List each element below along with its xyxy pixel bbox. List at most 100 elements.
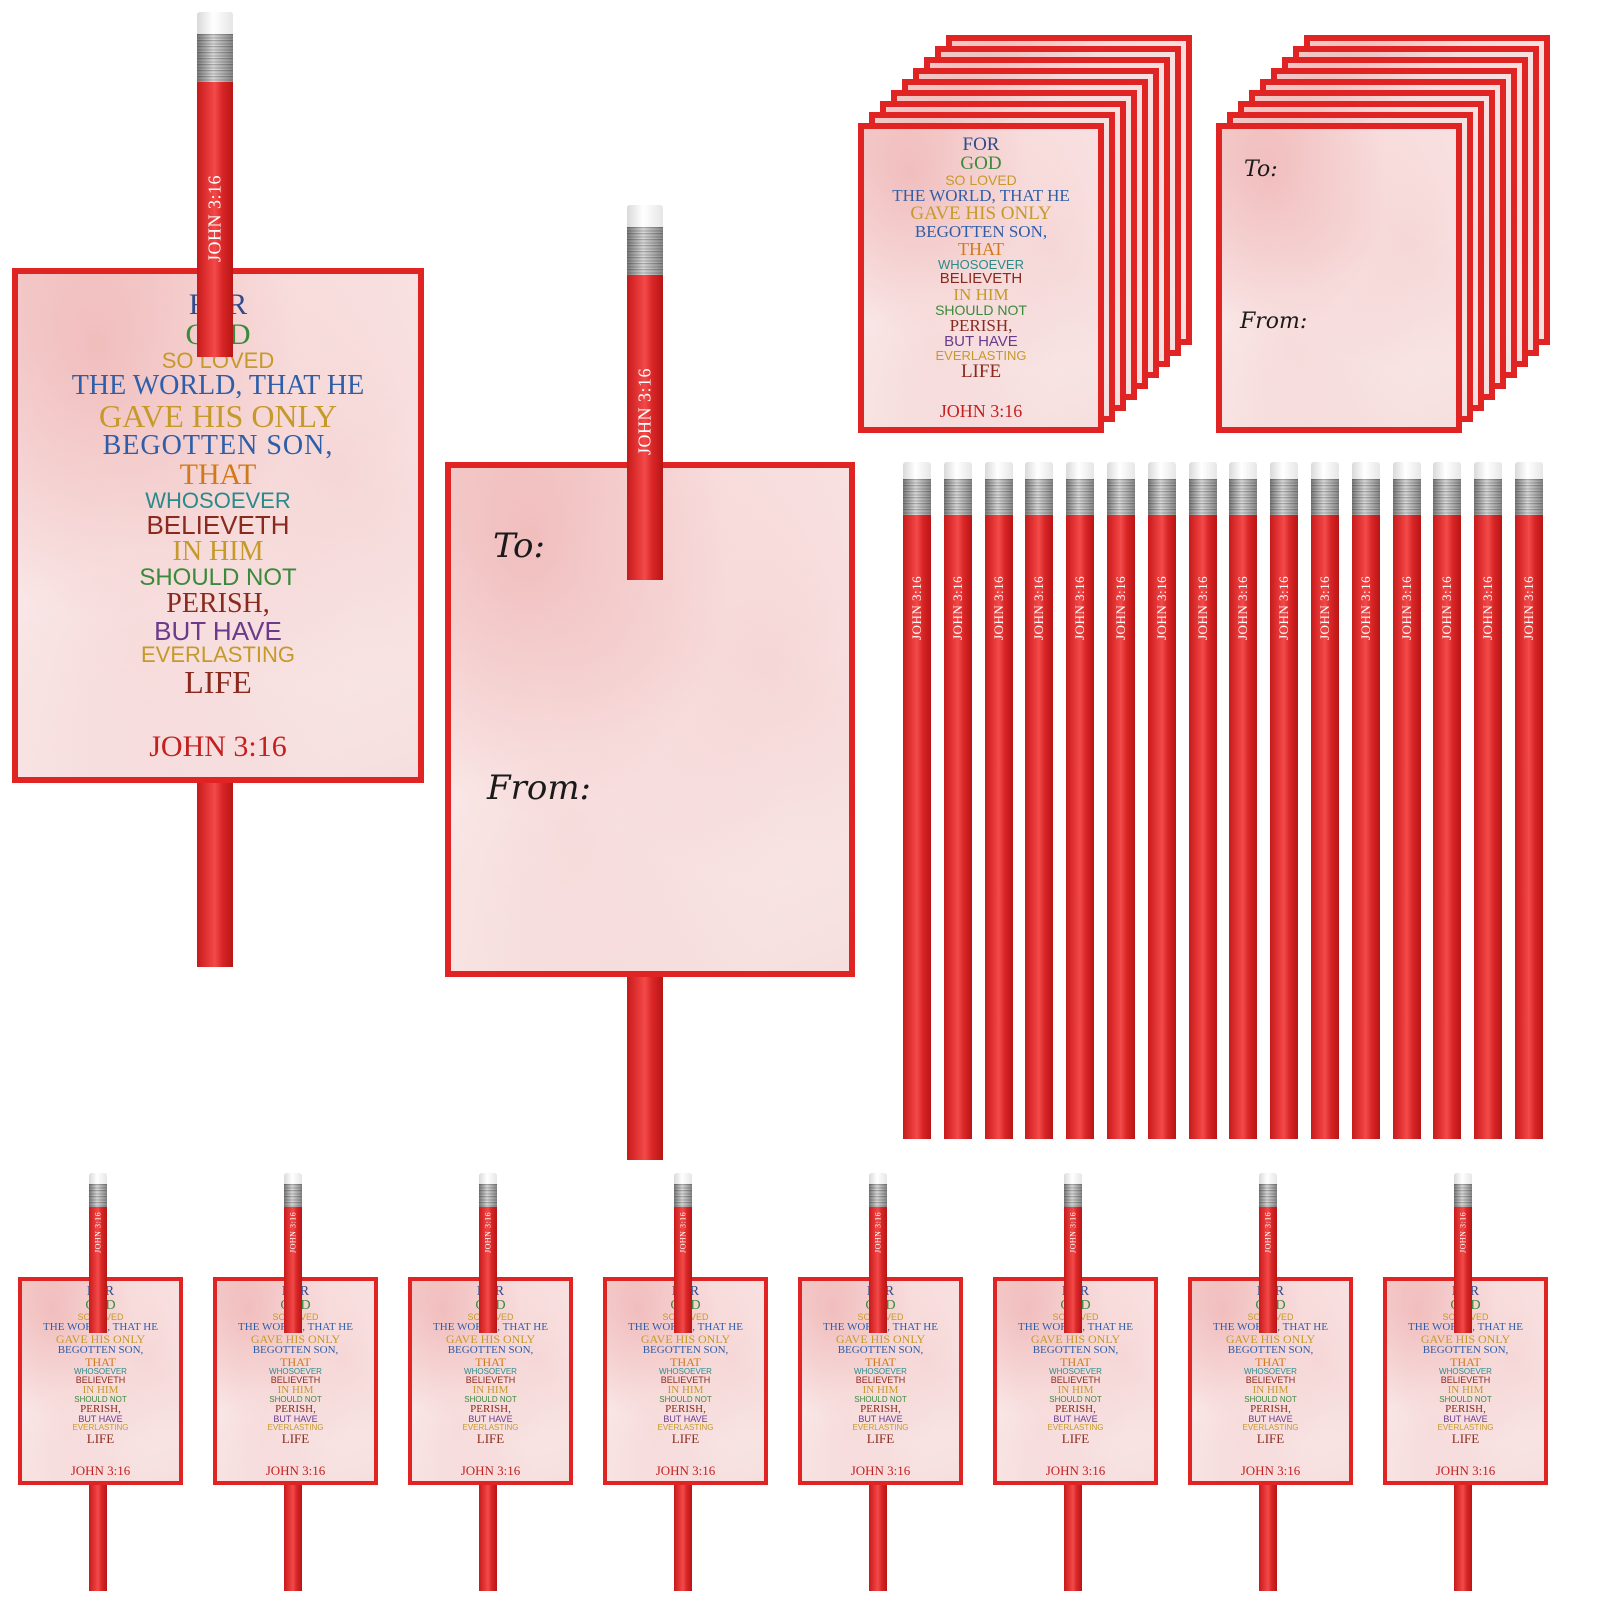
verse-line: BUT HAVE	[944, 333, 1018, 350]
verse-line: LIFE	[960, 361, 1002, 382]
card-reference: JOHN 3:16	[460, 1463, 521, 1478]
loose-pencil: JOHN 3:16	[1433, 462, 1462, 1139]
pencil-label: JOHN 3:16	[1458, 1211, 1468, 1253]
verse-line: PERISH,	[275, 1403, 316, 1415]
to-label: To:	[1244, 157, 1278, 182]
verse-line: PERISH,	[949, 316, 1013, 335]
verse-line: SHOULD NOT	[269, 1395, 322, 1404]
verse-line: PERISH,	[470, 1403, 511, 1415]
verse-line: WHOSOEVER	[1049, 1367, 1102, 1376]
verse-line: BELIEVETH	[465, 1375, 516, 1385]
loose-pencil: JOHN 3:16	[1515, 462, 1543, 1139]
verse-line: BEGOTTEN SON,	[914, 222, 1048, 241]
verse-line: THE WORLD, THAT HE	[892, 186, 1070, 205]
verse-line: WHOSOEVER	[854, 1367, 907, 1376]
verse-line: THAT	[179, 458, 257, 491]
pencil-label: JOHN 3:16	[1263, 1211, 1273, 1253]
pencil-label: JOHN 3:16	[1072, 575, 1088, 640]
verse-line: EVERLASTING	[72, 1423, 129, 1432]
loose-pencil: JOHN 3:16	[1147, 462, 1176, 1139]
verse-line: SHOULD NOT	[1244, 1395, 1297, 1404]
verse-line: IN HIM	[1057, 1384, 1094, 1396]
verse-line: BEGOTTEN SON,	[1032, 1344, 1119, 1356]
verse-line: LIFE	[476, 1431, 505, 1446]
verse-line: THAT	[475, 1355, 506, 1369]
verse-line: SHOULD NOT	[74, 1395, 127, 1404]
verse-line: THE WORLD, THAT HE	[71, 370, 365, 401]
small-pencil-front: JOHN 3:16	[1259, 1173, 1277, 1333]
verse-line: BELIEVETH	[146, 510, 290, 540]
verse-line: GAVE HIS ONLY	[640, 1332, 731, 1346]
pencil-label: JOHN 3:16	[1398, 575, 1414, 640]
verse-line: GAVE HIS ONLY	[445, 1332, 536, 1346]
verse-line: LIFE	[671, 1431, 700, 1446]
verse-line: IN HIM	[277, 1384, 314, 1396]
verse-line: EVERLASTING	[462, 1423, 519, 1432]
verse-line: BELIEVETH	[270, 1375, 321, 1385]
loose-pencil: JOHN 3:16	[984, 462, 1013, 1139]
large-verse-card: FOR GOD SO LOVED THE WORLD, THAT HE GAVE…	[12, 268, 424, 783]
verse-line: PERISH,	[1055, 1403, 1096, 1415]
verse-line: THAT	[1255, 1355, 1286, 1369]
verse-line: EVERLASTING	[1437, 1423, 1494, 1432]
verse-line: GAVE HIS ONLY	[55, 1332, 146, 1346]
verse-line: BEGOTTEN SON,	[642, 1344, 729, 1356]
verse-line: WHOSOEVER	[74, 1367, 127, 1376]
verse-line: BEGOTTEN SON,	[1422, 1344, 1509, 1356]
verse-line: SO LOVED	[161, 348, 275, 373]
verse-line: SHOULD NOT	[464, 1395, 517, 1404]
verse-line: PERISH,	[1445, 1403, 1486, 1415]
pencil-label: JOHN 3:16	[288, 1211, 298, 1253]
verse-line: BEGOTTEN SON,	[1227, 1344, 1314, 1356]
to-label: To:	[493, 526, 545, 566]
loose-pencil: JOHN 3:16	[1270, 462, 1299, 1139]
verse-line: SHOULD NOT	[139, 564, 297, 591]
verse-line: LIFE	[1061, 1431, 1090, 1446]
verse-line: PERISH,	[1250, 1403, 1291, 1415]
verse-line: WHOSOEVER	[1439, 1367, 1492, 1376]
verse-line: WHOSOEVER	[464, 1367, 517, 1376]
verse-line: SHOULD NOT	[854, 1395, 907, 1404]
loose-pencil: JOHN 3:16	[1107, 462, 1135, 1139]
verse-line: EVERLASTING	[267, 1423, 324, 1432]
loose-pencil: JOHN 3:16	[943, 462, 972, 1139]
pencil-label: JOHN 3:16	[678, 1211, 688, 1253]
pencil-label: JOHN 3:16	[1113, 575, 1128, 640]
verse-line: BEGOTTEN SON,	[837, 1344, 924, 1356]
verse-line: IN HIM	[172, 536, 264, 567]
verse-line: LIFE	[184, 664, 252, 700]
verse-line: BELIEVETH	[1245, 1375, 1296, 1385]
pencil-label: JOHN 3:16	[873, 1211, 883, 1253]
card-reference: JOHN 3:16	[1240, 1463, 1301, 1478]
card-reference: JOHN 3:16	[939, 401, 1023, 421]
verse-line: IN HIM	[472, 1384, 509, 1396]
verse-line: LIFE	[1451, 1431, 1480, 1446]
verse-line: IN HIM	[1252, 1384, 1289, 1396]
verse-line: PERISH,	[166, 588, 270, 619]
verse-line: PERISH,	[80, 1403, 121, 1415]
small-pencil-front: JOHN 3:16	[1454, 1173, 1472, 1333]
verse-line: THAT	[280, 1355, 311, 1369]
verse-line: GOD	[960, 153, 1002, 174]
verse-line: GAVE HIS ONLY	[99, 398, 337, 434]
verse-line: WHOSOEVER	[1244, 1367, 1297, 1376]
card-reference: JOHN 3:16	[850, 1463, 911, 1478]
verse-line: EVERLASTING	[140, 642, 296, 667]
pencil-label: JOHN 3:16	[1068, 1211, 1078, 1253]
large-to-from-card: To: From:	[445, 462, 855, 977]
pencil-label: JOHN 3:16	[909, 575, 924, 640]
verse-line: FOR	[962, 134, 1000, 155]
verse-text: FOR GOD SO LOVED THE WORLD, THAT HE GAVE…	[18, 290, 418, 700]
verse-line: GAVE HIS ONLY	[250, 1332, 341, 1346]
verse-line: SHOULD NOT	[1049, 1395, 1102, 1404]
verse-line: EVERLASTING	[935, 348, 1027, 363]
verse-line: SHOULD NOT	[1439, 1395, 1492, 1404]
verse-line: LIFE	[281, 1431, 310, 1446]
verse-line: BUT HAVE	[468, 1414, 513, 1424]
large-pencil-right-front: JOHN 3:16	[627, 205, 663, 580]
verse-line: THAT	[1450, 1355, 1481, 1369]
verse-line: BEGOTTEN SON,	[57, 1344, 144, 1356]
card-reference: JOHN 3:16	[149, 730, 287, 763]
